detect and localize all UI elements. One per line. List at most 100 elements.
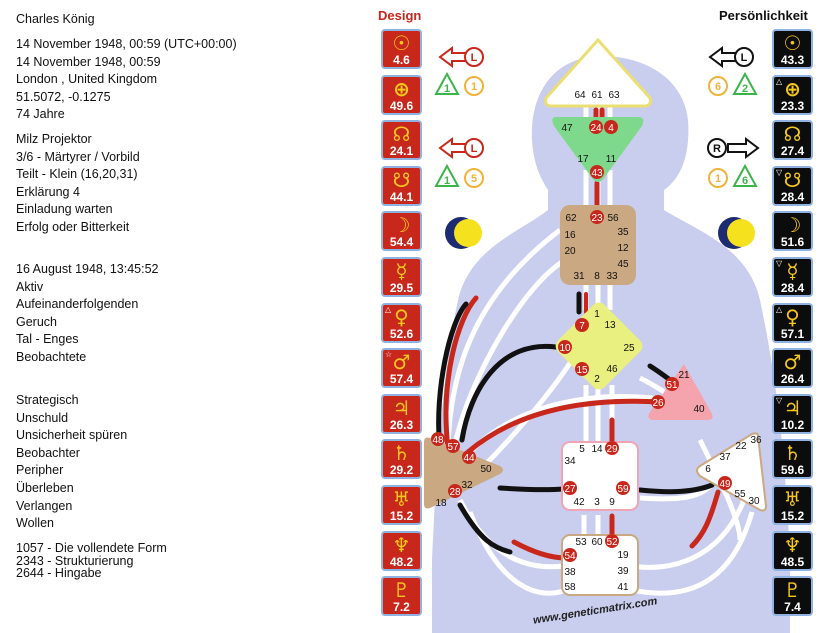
gate-number: 42: [573, 497, 585, 508]
planet-glyph-icon: ♄: [392, 441, 411, 466]
active-gate: 54: [563, 548, 577, 562]
design-planet[interactable]: ♆48.2: [381, 530, 422, 571]
profile-block: Milz Projektor 3/6 - Märtyrer / Vorbild …: [16, 131, 140, 237]
personality-planet[interactable]: △⊕23.3: [772, 74, 813, 115]
variable-item: Wollen: [16, 516, 54, 531]
gate-number: 14: [591, 444, 603, 455]
planet-value: 26.4: [780, 372, 805, 387]
planet-marker: ▽: [776, 258, 783, 268]
svg-text:29: 29: [606, 444, 618, 455]
design-planet[interactable]: ☽54.4: [381, 211, 422, 252]
gate-number: 9: [609, 497, 615, 508]
svg-text:49: 49: [719, 479, 731, 490]
variable-item: Peripher: [16, 463, 64, 478]
planet-value: 4.6: [393, 53, 410, 67]
design-planet[interactable]: ♄29.2: [381, 439, 422, 480]
gate-number: 8: [594, 271, 600, 282]
planet-value: 48.5: [780, 554, 805, 569]
planet-marker: ▽: [776, 395, 783, 405]
planet-value: 7.4: [784, 600, 801, 615]
personality-planet[interactable]: ♅15.2: [772, 484, 813, 525]
planet-value: 44.1: [389, 189, 414, 204]
svg-text:L: L: [471, 143, 478, 155]
personality-planet[interactable]: ▽☿28.4: [772, 256, 813, 297]
heart-center: [648, 364, 713, 420]
design-planet[interactable]: ♅15.2: [381, 484, 422, 525]
planet-marker: △: [776, 76, 783, 86]
planet-marker: △: [385, 304, 392, 314]
planet-value: 26.3: [389, 417, 414, 432]
svg-text:5: 5: [471, 173, 477, 185]
svg-text:R: R: [713, 143, 721, 155]
planet-glyph-icon: ♅: [392, 486, 411, 511]
planet-glyph-icon: ⊕: [784, 76, 801, 101]
personality-planet[interactable]: ▽☋28.4: [772, 165, 813, 206]
personality-planet[interactable]: ☊27.4: [772, 120, 813, 161]
planet-glyph-icon: ♇: [783, 578, 802, 603]
gate-number: 13: [604, 320, 616, 331]
birth-block: 14 November 1948, 00:59 (UTC+00:00) 14 N…: [16, 36, 237, 124]
design-planet[interactable]: ♇7.2: [381, 576, 422, 617]
planet-glyph-icon: ♃: [783, 395, 802, 420]
strategy: Einladung warten: [16, 202, 113, 217]
personality-planet[interactable]: ☽51.6: [772, 211, 813, 252]
design-planet[interactable]: ☋44.1: [381, 165, 422, 206]
spleen-center: [424, 437, 503, 509]
svg-text:1: 1: [444, 83, 450, 95]
personality-planet[interactable]: ♇7.4: [772, 576, 813, 617]
design-planet[interactable]: ☉4.6: [381, 29, 422, 69]
svg-text:28: 28: [449, 487, 461, 498]
variable-item: Unschuld: [16, 410, 69, 425]
authority: Erklärung 4: [16, 184, 80, 199]
design-planet[interactable]: ♃26.3: [381, 393, 422, 434]
svg-text:43: 43: [591, 168, 603, 179]
gate-number: 18: [435, 498, 447, 509]
svg-text:2: 2: [742, 83, 748, 95]
design-planet[interactable]: ☆♂57.4: [381, 348, 422, 389]
svg-text:4: 4: [608, 123, 614, 134]
gate-number: 37: [719, 452, 731, 463]
design-arrow-top: L 1 1: [434, 46, 484, 96]
design-planet[interactable]: △♀52.6: [381, 302, 422, 343]
svg-text:54: 54: [564, 551, 576, 562]
design-title: Design: [378, 8, 422, 23]
planet-value: 52.6: [389, 326, 414, 341]
planet-glyph-icon: ⊕: [393, 76, 410, 101]
gate-number: 32: [461, 480, 473, 491]
definition: Teilt - Klein (16,20,31): [16, 167, 138, 182]
gate-number: 17: [577, 154, 589, 165]
gate-number: 63: [608, 90, 620, 101]
personality-planet[interactable]: ☉43.3: [772, 29, 813, 69]
personality-arrow-bottom: R 1 6: [707, 137, 760, 188]
design-planet[interactable]: ⊕49.6: [381, 74, 422, 115]
gate-number: 47: [561, 123, 573, 134]
variable-item: Beobachter: [16, 445, 80, 460]
planet-value: 15.2: [780, 508, 805, 523]
design-planet[interactable]: ☿29.5: [381, 256, 422, 297]
active-gate: 29: [605, 441, 619, 455]
cross-item: 2343 - Strukturierung: [16, 553, 134, 568]
planet-glyph-icon: ♀: [785, 304, 800, 329]
planet-value: 43.3: [780, 53, 805, 67]
gate-number: 5: [579, 444, 585, 455]
variable-item: Überleben: [16, 480, 74, 495]
gate-number: 46: [606, 364, 618, 375]
gate-number: 38: [564, 567, 576, 578]
planet-value: 29.2: [389, 463, 414, 478]
personality-planet[interactable]: ♂26.4: [772, 348, 813, 389]
personality-planet[interactable]: ♆48.5: [772, 530, 813, 571]
personality-planet[interactable]: ▽♃10.2: [772, 393, 813, 434]
planet-value: 15.2: [389, 508, 414, 523]
planet-glyph-icon: ♃: [392, 395, 411, 420]
planet-value: 23.3: [780, 98, 805, 113]
design-planet[interactable]: ☊24.1: [381, 120, 422, 161]
personality-planet[interactable]: ♄59.6: [772, 439, 813, 480]
ajna-center: [552, 117, 644, 182]
active-gate: 28: [448, 484, 462, 498]
svg-text:26: 26: [652, 398, 664, 409]
variable-item: Unsicherheit spüren: [16, 428, 128, 443]
planet-value: 59.6: [780, 463, 805, 478]
planet-glyph-icon: ☋: [783, 167, 802, 192]
gate-number: 1: [594, 309, 600, 320]
personality-planet[interactable]: △♀57.1: [772, 302, 813, 343]
